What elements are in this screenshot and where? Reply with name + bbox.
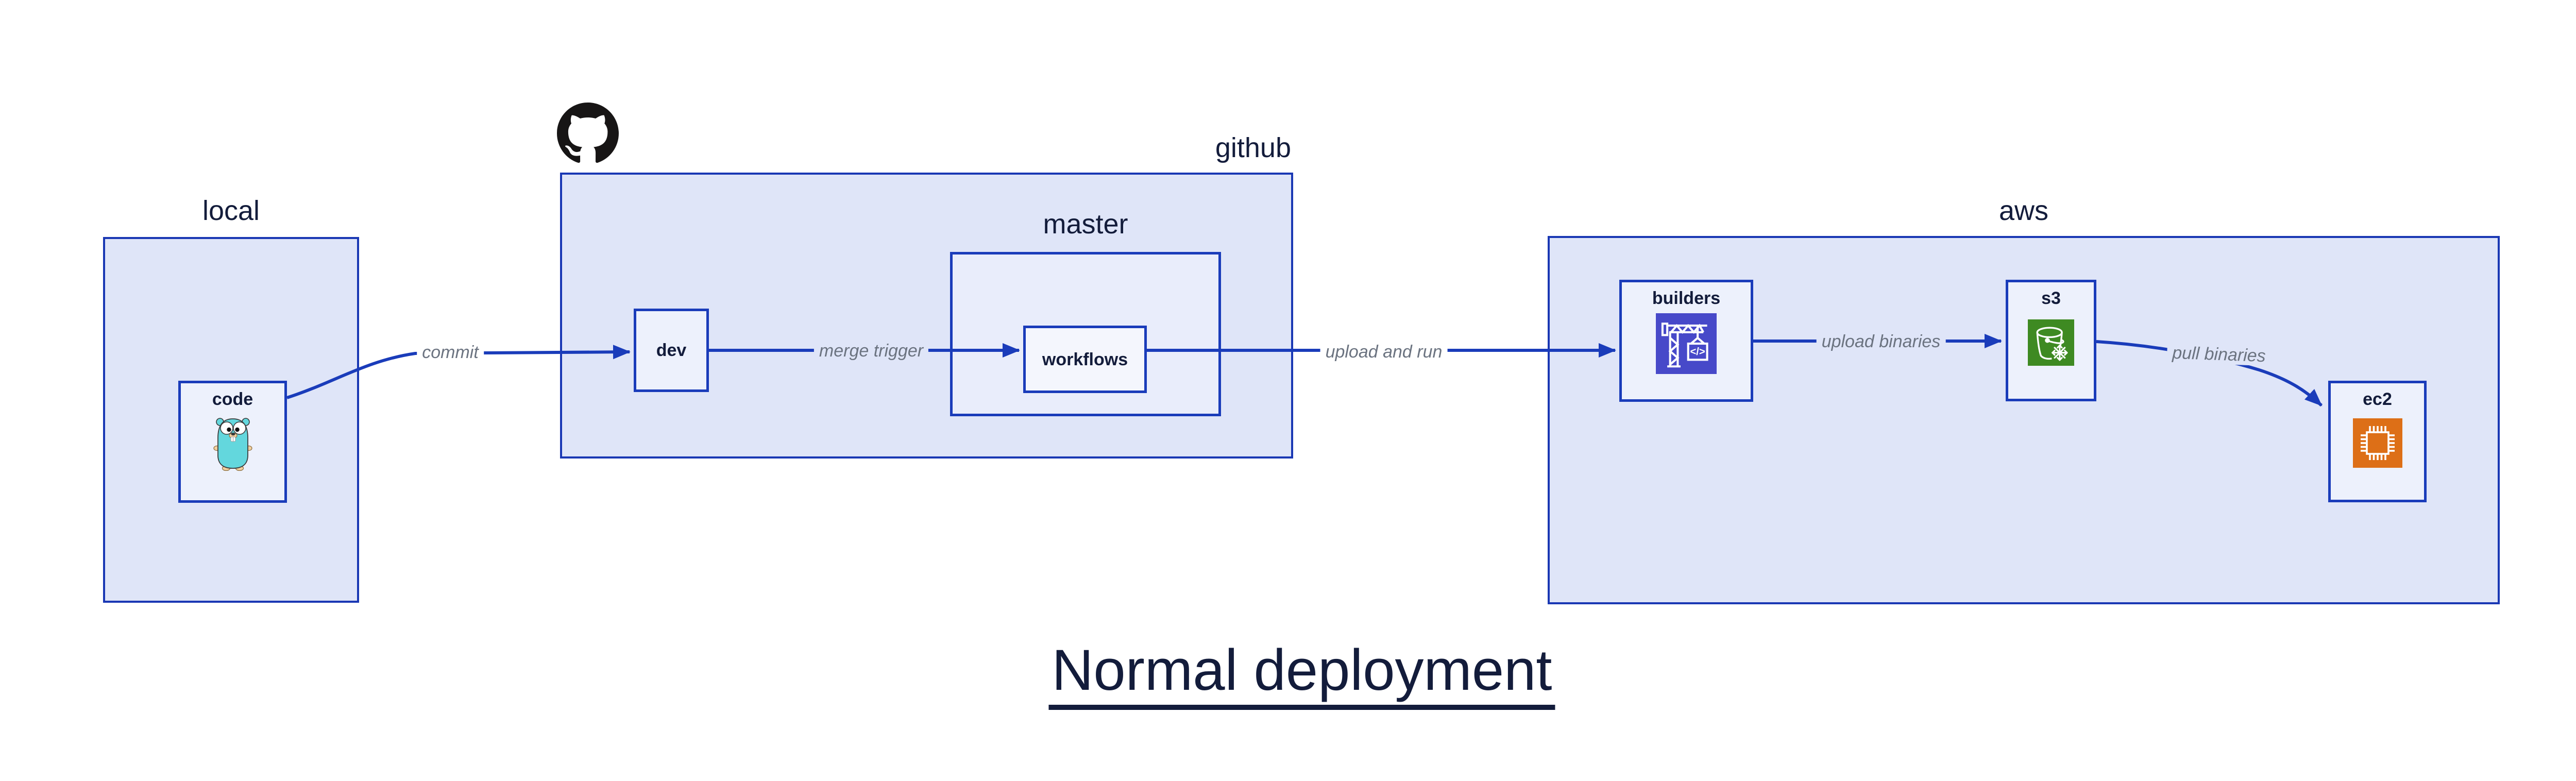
local-container-label: local bbox=[202, 195, 260, 226]
node-code: code bbox=[178, 381, 287, 503]
codebuild-code-glyph: </> bbox=[1690, 346, 1705, 358]
edge-label-commit: commit bbox=[417, 343, 484, 362]
edge-label-merge-trigger: merge trigger bbox=[814, 341, 929, 361]
code-node-label: code bbox=[212, 389, 253, 409]
github-container-label: github bbox=[1215, 132, 1291, 163]
master-container-label: master bbox=[1043, 209, 1128, 240]
node-workflows: workflows bbox=[1023, 326, 1147, 393]
aws-container-label: aws bbox=[1998, 195, 2049, 226]
edge-label-pull-binaries: pull binaries bbox=[2166, 343, 2272, 366]
ec2-node-label: ec2 bbox=[2363, 389, 2392, 409]
builders-node-label: builders bbox=[1652, 288, 1721, 308]
workflows-node-label: workflows bbox=[1042, 349, 1128, 369]
github-logo-icon bbox=[557, 103, 619, 163]
s3-node-label: s3 bbox=[2041, 288, 2061, 308]
s3-bucket-icon bbox=[2028, 319, 2074, 366]
codebuild-crane-icon: </> bbox=[1656, 313, 1717, 374]
node-builders: builders </> bbox=[1619, 280, 1753, 402]
edge-label-upload-binaries: upload binaries bbox=[1816, 332, 1946, 351]
pull-binaries-arrow bbox=[2096, 340, 2323, 407]
diagram-title: Normal deployment bbox=[1048, 640, 1555, 710]
commit-arrow bbox=[286, 345, 631, 399]
ec2-chip-icon bbox=[2352, 418, 2402, 468]
go-gopher-icon bbox=[213, 418, 252, 471]
dev-node-label: dev bbox=[656, 341, 687, 360]
edge-label-upload-and-run: upload and run bbox=[1320, 342, 1448, 362]
node-ec2: ec2 bbox=[2328, 381, 2427, 502]
node-dev: dev bbox=[634, 309, 709, 392]
node-s3: s3 bbox=[2006, 280, 2096, 401]
